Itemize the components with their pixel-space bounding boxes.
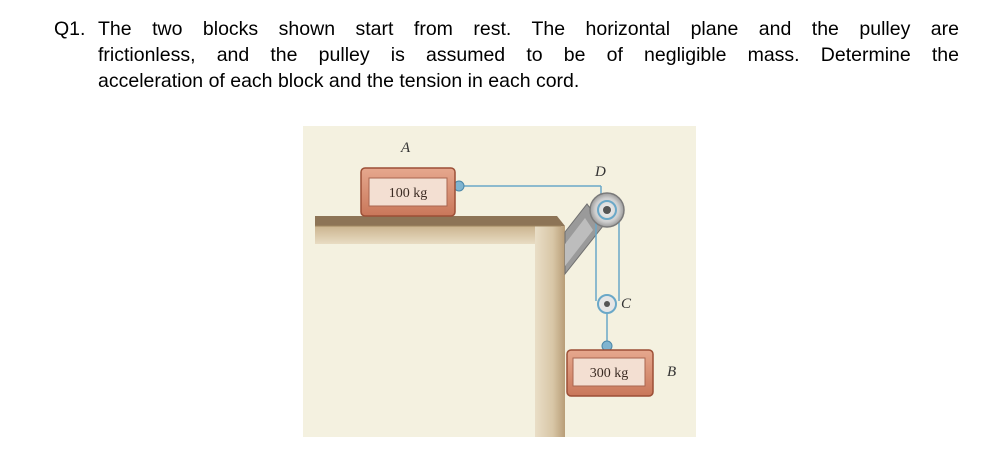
question-line-2: frictionless, and the pulley is assumed … bbox=[98, 44, 959, 66]
question-line-1: The two blocks shown start from rest. Th… bbox=[98, 18, 959, 40]
question-line-3: acceleration of each block and the tensi… bbox=[98, 70, 580, 92]
label-c: C bbox=[621, 296, 632, 312]
label-a: A bbox=[400, 140, 411, 156]
pulley-d bbox=[589, 192, 625, 228]
table bbox=[315, 216, 565, 437]
block-b: 300 kg bbox=[566, 349, 654, 397]
block-b-mass: 300 kg bbox=[590, 366, 629, 381]
question-text: Q1. The two blocks shown start from rest… bbox=[54, 16, 959, 94]
pulley-diagram: 100 kg 300 kg A D C B bbox=[303, 126, 696, 437]
block-a-mass: 100 kg bbox=[389, 186, 428, 201]
label-d: D bbox=[594, 164, 606, 180]
label-b: B bbox=[667, 364, 676, 380]
question-number: Q1. bbox=[54, 18, 86, 40]
pulley-c bbox=[597, 294, 617, 314]
block-a: 100 kg bbox=[360, 167, 456, 217]
